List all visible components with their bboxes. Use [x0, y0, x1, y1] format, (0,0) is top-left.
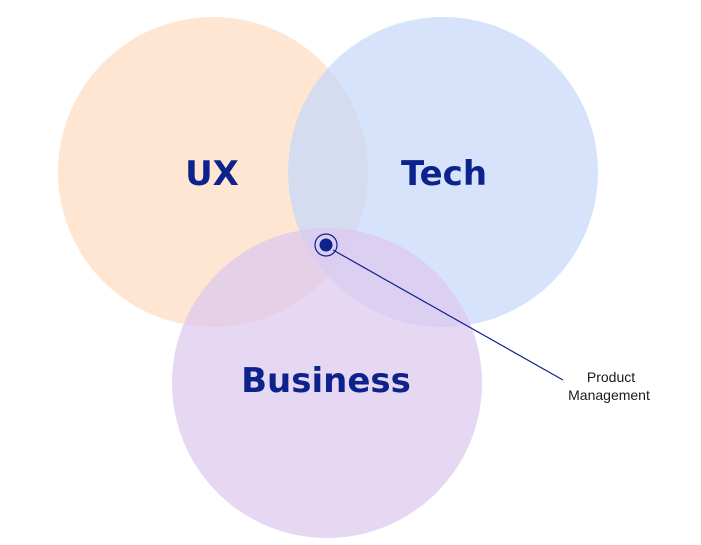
callout-leader-line	[332, 249, 564, 381]
label-tech: Tech	[401, 154, 487, 194]
circle-business	[172, 228, 482, 538]
label-business: Business	[241, 361, 411, 401]
callout-label-line-1: Product	[587, 369, 635, 385]
label-ux: UX	[185, 154, 239, 194]
callout-label-line-2: Management	[568, 387, 650, 403]
target-dot-icon	[314, 233, 338, 257]
